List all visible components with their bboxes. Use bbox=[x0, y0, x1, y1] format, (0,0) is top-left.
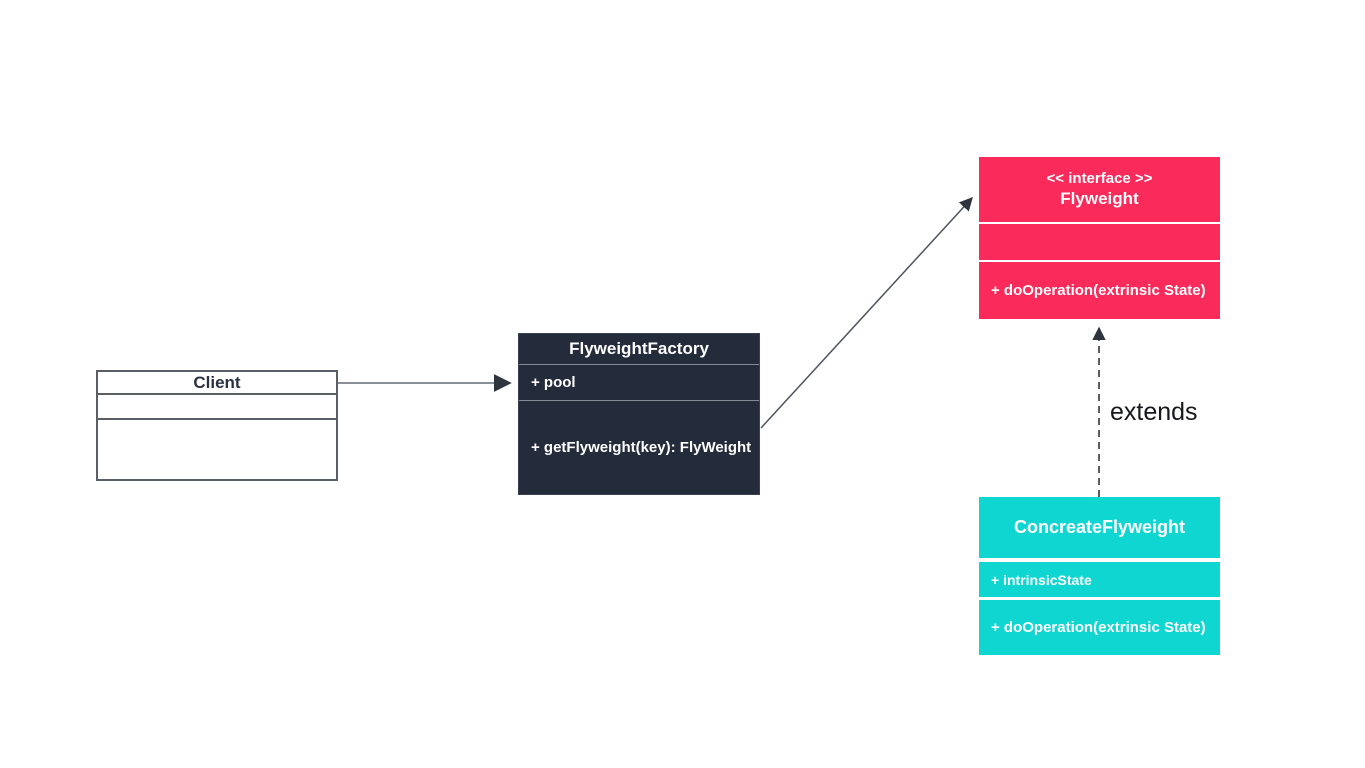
factory-to-flyweight-arrow bbox=[760, 197, 973, 429]
class-flyweight-factory-title: FlyweightFactory bbox=[519, 334, 759, 365]
extends-relation-label: extends bbox=[1110, 398, 1198, 426]
interface-flyweight-header: << interface >> Flyweight bbox=[979, 157, 1220, 222]
class-client: Client bbox=[96, 370, 338, 481]
class-flyweight-factory-method: + getFlyweight(key): FlyWeight bbox=[531, 438, 752, 456]
interface-flyweight-method: + doOperation(extrinsic State) bbox=[979, 260, 1220, 319]
class-flyweight-factory-attribute: + pool bbox=[519, 365, 759, 401]
class-concrete-flyweight-method: + doOperation(extrinsic State) bbox=[979, 600, 1220, 655]
class-flyweight-factory: FlyweightFactory + pool + getFlyweight(k… bbox=[518, 333, 760, 495]
interface-flyweight: << interface >> Flyweight + doOperation(… bbox=[979, 157, 1220, 319]
class-client-title: Client bbox=[98, 372, 336, 395]
class-concrete-flyweight-attribute: + intrinsicState bbox=[979, 562, 1220, 597]
interface-flyweight-attributes-empty bbox=[979, 222, 1220, 260]
class-concrete-flyweight-title: ConcreateFlyweight bbox=[979, 497, 1220, 558]
class-client-attributes-empty bbox=[98, 395, 336, 420]
interface-stereotype: << interface >> bbox=[1046, 170, 1153, 187]
interface-flyweight-title: Flyweight bbox=[1060, 189, 1139, 208]
